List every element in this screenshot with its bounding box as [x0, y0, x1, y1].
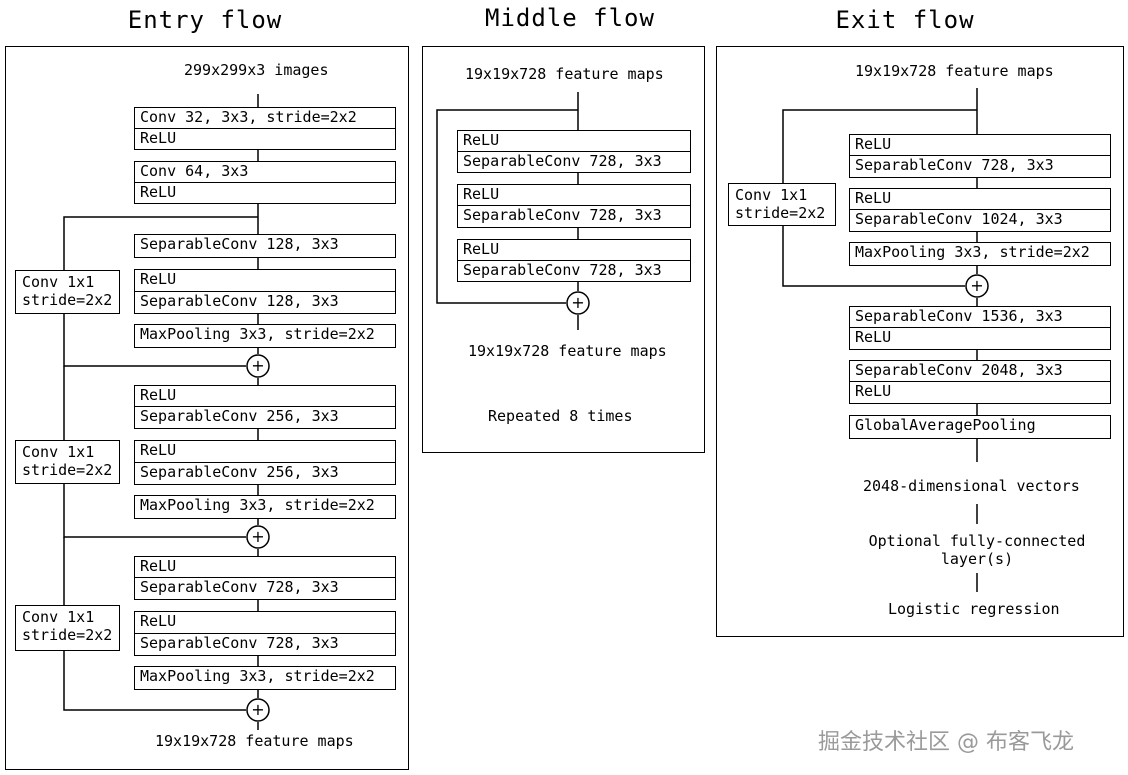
- entry-block-10: ReLU SeparableConv 728, 3x3: [134, 611, 396, 656]
- middle-block-2-bottom: SeparableConv 728, 3x3: [463, 206, 662, 224]
- watermark: 掘金技术社区 @ 布客飞龙: [818, 730, 1074, 755]
- exit-block-5: SeparableConv 2048, 3x3 ReLU: [849, 360, 1111, 404]
- exit-block-1-bottom: SeparableConv 728, 3x3: [855, 156, 1054, 174]
- entry-block-8: MaxPooling 3x3, stride=2x2: [134, 495, 396, 519]
- middle-block-1: ReLU SeparableConv 728, 3x3: [457, 130, 691, 173]
- exit-block-4: SeparableConv 1536, 3x3 ReLU: [849, 306, 1111, 350]
- middle-block-1-bottom: SeparableConv 728, 3x3: [463, 151, 662, 170]
- exit-block-2: ReLU SeparableConv 1024, 3x3: [849, 188, 1111, 232]
- entry-block-7-bottom: SeparableConv 256, 3x3: [140, 462, 339, 481]
- entry-input-label: 299x299x3 images: [184, 61, 329, 79]
- middle-block-3-top: ReLU: [458, 240, 690, 261]
- entry-block-9: ReLU SeparableConv 728, 3x3: [134, 556, 396, 600]
- entry-skip-conv-3-line1: Conv 1x1: [22, 608, 95, 626]
- exit-add-node: +: [965, 274, 989, 298]
- exit-skip-conv-line1: Conv 1x1: [735, 186, 808, 204]
- entry-block-1-bottom: ReLU: [140, 128, 177, 147]
- entry-block-6-bottom: SeparableConv 256, 3x3: [140, 407, 339, 425]
- entry-block-7: ReLU SeparableConv 256, 3x3: [134, 440, 396, 485]
- exit-block-4-top: SeparableConv 1536, 3x3: [850, 307, 1110, 328]
- exit-block-3: MaxPooling 3x3, stride=2x2: [849, 242, 1111, 266]
- entry-flow-title: Entry flow: [127, 6, 283, 34]
- entry-block-5: MaxPooling 3x3, stride=2x2: [134, 324, 396, 348]
- entry-block-10-bottom: SeparableConv 728, 3x3: [140, 633, 339, 652]
- entry-block-7-top: ReLU: [135, 441, 395, 463]
- entry-block-11: MaxPooling 3x3, stride=2x2: [134, 666, 396, 690]
- exit-input-label: 19x19x728 feature maps: [855, 62, 1054, 80]
- exit-fc-label-line1: Optional fully-connected: [868, 532, 1086, 550]
- entry-skip-conv-2-line2: stride=2x2: [22, 461, 113, 479]
- exit-flow-panel: [716, 46, 1124, 637]
- exit-skip-conv: Conv 1x1 stride=2x2: [728, 183, 836, 226]
- entry-skip-conv-1-line1: Conv 1x1: [22, 273, 95, 291]
- entry-output-label: 19x19x728 feature maps: [155, 732, 354, 750]
- entry-block-2-bottom: ReLU: [140, 182, 177, 201]
- entry-block-1-top: Conv 32, 3x3, stride=2x2: [135, 108, 395, 129]
- entry-add-node-3-symbol: +: [251, 700, 264, 719]
- exit-block-2-top: ReLU: [850, 189, 1110, 210]
- entry-add-node-2-symbol: +: [251, 527, 264, 546]
- entry-add-node-1-symbol: +: [251, 356, 264, 375]
- exit-add-node-symbol: +: [970, 276, 983, 295]
- entry-skip-conv-2-line1: Conv 1x1: [22, 443, 95, 461]
- entry-block-3: SeparableConv 128, 3x3: [134, 234, 396, 258]
- exit-skip-conv-line2: stride=2x2: [735, 204, 826, 222]
- entry-block-4-bottom: SeparableConv 128, 3x3: [140, 291, 339, 310]
- entry-block-6: ReLU SeparableConv 256, 3x3: [134, 385, 396, 429]
- exit-block-1-top: ReLU: [850, 135, 1110, 156]
- entry-block-9-top: ReLU: [135, 557, 395, 578]
- exit-logistic-label: Logistic regression: [888, 600, 1060, 618]
- entry-flow-panel: [5, 46, 409, 770]
- middle-block-3-bottom: SeparableConv 728, 3x3: [463, 260, 662, 279]
- exit-block-2-bottom: SeparableConv 1024, 3x3: [855, 210, 1063, 228]
- entry-skip-conv-2: Conv 1x1 stride=2x2: [15, 440, 120, 484]
- middle-input-label: 19x19x728 feature maps: [465, 65, 664, 83]
- entry-add-node-2: +: [246, 525, 270, 549]
- entry-add-node-3: +: [246, 698, 270, 722]
- exit-block-4-bottom: ReLU: [855, 328, 892, 346]
- entry-block-4: ReLU SeparableConv 128, 3x3: [134, 269, 396, 314]
- exit-block-5-bottom: ReLU: [855, 382, 892, 400]
- middle-flow-title: Middle flow: [485, 4, 655, 32]
- middle-flow-panel: [422, 46, 705, 453]
- entry-skip-conv-1-line2: stride=2x2: [22, 291, 113, 309]
- exit-vectors-label: 2048-dimensional vectors: [863, 477, 1080, 495]
- entry-skip-conv-3-line2: stride=2x2: [22, 626, 113, 644]
- middle-block-2: ReLU SeparableConv 728, 3x3: [457, 184, 691, 228]
- exit-flow-title: Exit flow: [835, 6, 975, 34]
- middle-block-3: ReLU SeparableConv 728, 3x3: [457, 239, 691, 282]
- entry-block-10-top: ReLU: [135, 612, 395, 634]
- entry-block-6-top: ReLU: [135, 386, 395, 407]
- entry-block-2: Conv 64, 3x3 ReLU: [134, 161, 396, 204]
- entry-block-2-top: Conv 64, 3x3: [135, 162, 395, 183]
- entry-block-1: Conv 32, 3x3, stride=2x2 ReLU: [134, 107, 396, 150]
- exit-block-6: GlobalAveragePooling: [849, 415, 1111, 439]
- entry-skip-conv-1: Conv 1x1 stride=2x2: [15, 270, 120, 314]
- middle-block-1-top: ReLU: [458, 131, 690, 152]
- entry-block-4-top: ReLU: [135, 270, 395, 292]
- middle-repeat-label: Repeated 8 times: [488, 407, 633, 425]
- middle-add-node: +: [566, 291, 590, 315]
- exit-block-5-top: SeparableConv 2048, 3x3: [850, 361, 1110, 382]
- entry-add-node-1: +: [246, 354, 270, 378]
- exit-fc-label-line2: layer(s): [940, 550, 1014, 568]
- exit-block-1: ReLU SeparableConv 728, 3x3: [849, 134, 1111, 178]
- middle-add-node-symbol: +: [571, 293, 584, 312]
- middle-output-label: 19x19x728 feature maps: [468, 342, 667, 360]
- middle-block-2-top: ReLU: [458, 185, 690, 206]
- entry-skip-conv-3: Conv 1x1 stride=2x2: [15, 605, 120, 651]
- entry-block-9-bottom: SeparableConv 728, 3x3: [140, 578, 339, 596]
